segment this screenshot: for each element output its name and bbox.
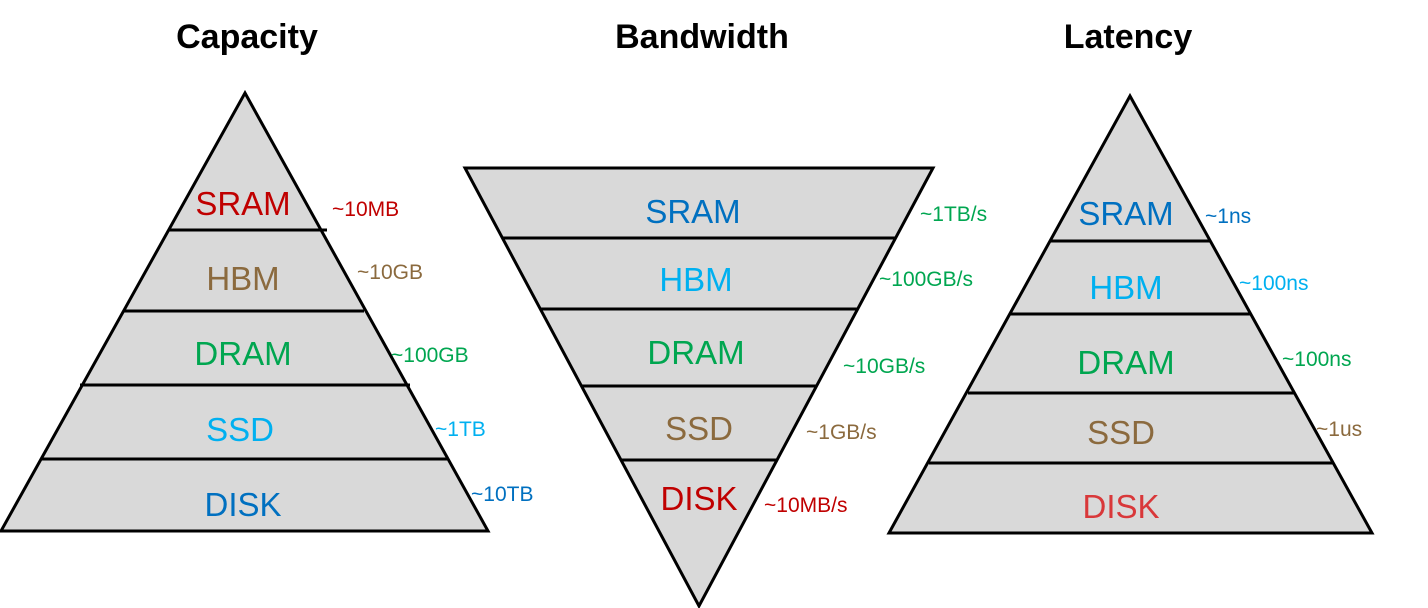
bandwidth-value-dram: ~10GB/s (843, 355, 925, 378)
bandwidth-value-hbm: ~100GB/s (879, 268, 973, 291)
capacity-tier-ssd: SSD (206, 411, 274, 448)
latency-value-sram: ~1ns (1205, 205, 1251, 228)
capacity-value-hbm: ~10GB (357, 261, 423, 284)
latency-value-dram: ~100ns (1282, 348, 1351, 371)
bandwidth-value-ssd: ~1GB/s (806, 421, 877, 444)
capacity-tier-hbm: HBM (206, 260, 279, 297)
latency-tier-disk: DISK (1082, 488, 1159, 525)
latency-value-hbm: ~100ns (1239, 272, 1308, 295)
latency-tier-hbm: HBM (1089, 269, 1162, 306)
capacity-value-ssd: ~1TB (435, 418, 486, 441)
capacity-tier-sram: SRAM (195, 185, 290, 222)
bandwidth-tier-hbm: HBM (659, 261, 732, 298)
bandwidth-pyramid: Bandwidth SRAM HBM DRAM SSD DISK ~1TB/s … (462, 18, 987, 608)
capacity-title: Capacity (176, 18, 318, 56)
capacity-value-dram: ~100GB (391, 344, 469, 367)
capacity-pyramid: Capacity SRAM HBM DRAM SSD DISK ~10MB ~1… (0, 18, 533, 533)
latency-tier-dram: DRAM (1077, 344, 1174, 381)
bandwidth-tier-dram: DRAM (647, 334, 744, 371)
latency-tier-sram: SRAM (1078, 195, 1173, 232)
latency-tier-ssd: SSD (1087, 414, 1155, 451)
capacity-value-disk: ~10TB (471, 483, 533, 506)
latency-title: Latency (1064, 18, 1193, 56)
capacity-value-sram: ~10MB (332, 198, 399, 221)
bandwidth-value-disk: ~10MB/s (764, 494, 847, 517)
latency-pyramid: Latency SRAM HBM DRAM SSD DISK ~1ns ~100… (886, 18, 1375, 535)
bandwidth-value-sram: ~1TB/s (920, 203, 987, 226)
bandwidth-tier-sram: SRAM (645, 193, 740, 230)
bandwidth-tier-ssd: SSD (665, 410, 733, 447)
bandwidth-title: Bandwidth (615, 18, 789, 56)
capacity-tier-dram: DRAM (194, 335, 291, 372)
latency-value-ssd: ~1us (1316, 418, 1362, 441)
capacity-tier-disk: DISK (204, 486, 281, 523)
bandwidth-tier-disk: DISK (660, 480, 737, 517)
